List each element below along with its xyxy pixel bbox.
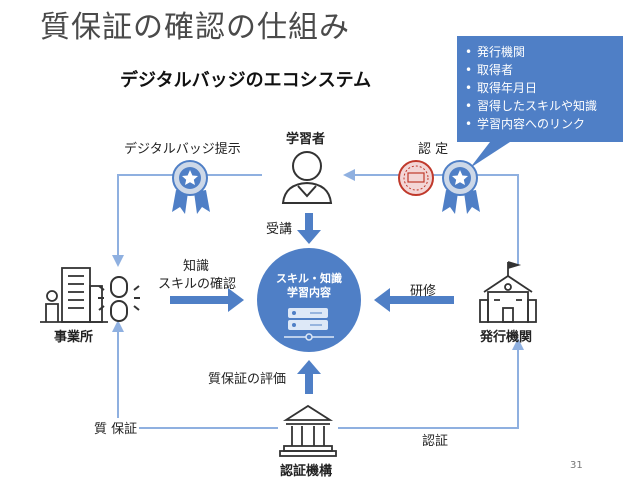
server-icon xyxy=(284,308,334,341)
issuer-label: 発行機関 xyxy=(480,330,533,345)
qa-eval-arrow-shaft xyxy=(305,372,313,394)
badge-icon xyxy=(172,160,210,214)
accredit-line xyxy=(338,338,524,429)
office-label: 事業所 xyxy=(54,330,94,345)
certify-line xyxy=(343,169,519,265)
attend-arrow-shaft xyxy=(305,213,313,233)
qa-label: 質 保証 xyxy=(92,418,140,437)
training-arrow-head xyxy=(374,288,390,312)
knowledge-label-line: スキルの確認 xyxy=(158,277,237,292)
center-label: スキル・知識 学習内容 xyxy=(259,272,359,300)
page-number: 31 xyxy=(570,460,583,471)
attend-label: 受講 xyxy=(266,222,293,237)
qa-eval-label: 質保証の評価 xyxy=(208,372,287,387)
attend-arrow-head xyxy=(297,230,321,244)
certification-seal xyxy=(398,160,434,196)
knowledge-label: 知識 スキルの確認 xyxy=(158,258,237,294)
institution-icon xyxy=(279,404,337,457)
badge-icon xyxy=(442,160,480,214)
learner-icon xyxy=(281,151,333,204)
callout-item: 学習内容へのリンク xyxy=(465,115,617,133)
training-arrow-shaft xyxy=(388,296,454,304)
center-label-line: 学習内容 xyxy=(287,286,331,299)
callout-item: 習得したスキルや知識 xyxy=(465,97,617,115)
qa-eval-arrow-head xyxy=(297,360,321,374)
certify-label: 認 定 xyxy=(418,142,449,157)
center-circle xyxy=(257,248,361,352)
accreditor-label: 認証機構 xyxy=(280,464,333,479)
callout-item: 取得者 xyxy=(465,61,617,79)
knowledge-arrow-head xyxy=(228,288,244,312)
callout-item: 取得年月日 xyxy=(465,79,617,97)
knowledge-label-line: 知識 xyxy=(182,259,209,274)
knowledge-arrow-shaft xyxy=(170,296,230,304)
callout-tail xyxy=(470,142,510,168)
school-icon xyxy=(479,261,537,323)
center-label-line: スキル・知識 xyxy=(276,272,342,285)
accredit-label: 認証 xyxy=(422,434,449,449)
badge-present-line xyxy=(112,174,262,267)
callout-item: 発行機関 xyxy=(465,43,617,61)
learner-label: 学習者 xyxy=(286,132,326,147)
badge-info-callout: 発行機関 取得者 取得年月日 習得したスキルや知識 学習内容へのリンク xyxy=(457,36,623,142)
office-building-icon xyxy=(40,267,108,323)
diagram-subtitle: デジタルバッジのエコシステム xyxy=(120,70,372,91)
link-icon xyxy=(98,276,140,322)
page-title: 質保証の確認の仕組み xyxy=(40,10,350,45)
training-label: 研修 xyxy=(410,284,437,299)
present-badge-label: デジタルバッジ提示 xyxy=(124,142,241,157)
